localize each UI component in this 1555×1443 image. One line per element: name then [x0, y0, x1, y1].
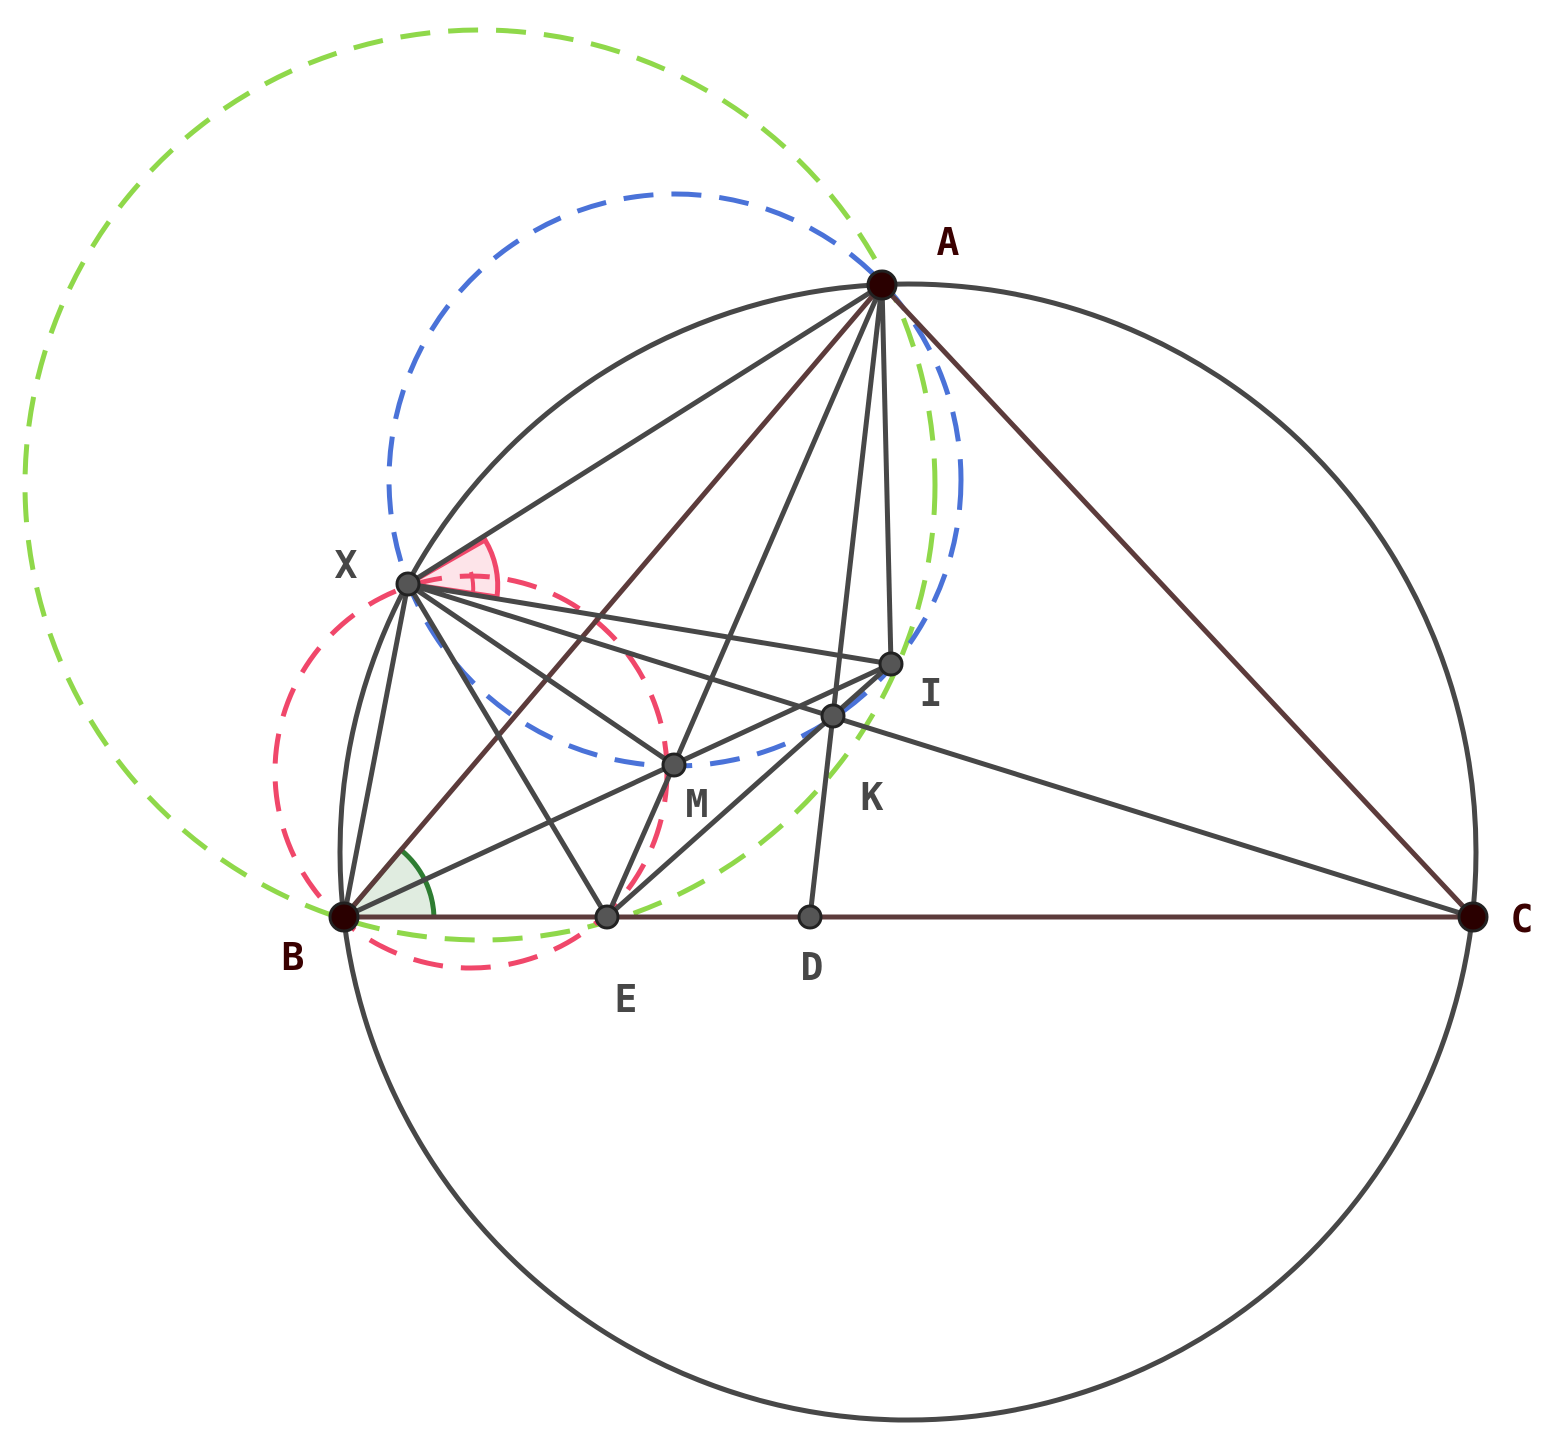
label-D: D — [801, 945, 824, 989]
segment-XI — [407, 581, 892, 667]
segment-AB — [342, 283, 884, 919]
point-B — [328, 901, 360, 933]
segment-AM — [671, 284, 885, 766]
point-D — [797, 904, 823, 930]
green-dashed-circle — [22, 27, 938, 943]
angle-AXI-inner-arc — [469, 571, 476, 595]
segment-EM — [604, 763, 677, 919]
label-C: C — [1511, 897, 1534, 941]
point-I — [878, 651, 904, 677]
point-K — [820, 703, 846, 729]
circumcircle — [337, 281, 1479, 1423]
label-X: X — [335, 543, 358, 587]
segment-XE — [405, 582, 610, 919]
segment-AX — [406, 282, 884, 587]
segment-XC — [407, 581, 1474, 920]
segment-XB — [341, 583, 411, 918]
point-A — [866, 269, 898, 301]
point-E — [594, 904, 620, 930]
point-C — [1457, 901, 1489, 933]
segment-AI — [879, 284, 894, 665]
point-M — [661, 752, 687, 778]
label-K: K — [861, 775, 884, 819]
segment-XM — [406, 581, 676, 768]
label-B: B — [282, 935, 305, 979]
segment-EI — [605, 662, 893, 919]
label-M: M — [686, 782, 709, 826]
segment-BI — [342, 661, 893, 920]
segment-AD — [807, 284, 885, 918]
point-X — [395, 571, 421, 597]
label-A: A — [937, 220, 960, 264]
segment-AC — [880, 283, 1475, 919]
label-I: I — [920, 671, 943, 715]
label-E: E — [615, 977, 638, 1021]
